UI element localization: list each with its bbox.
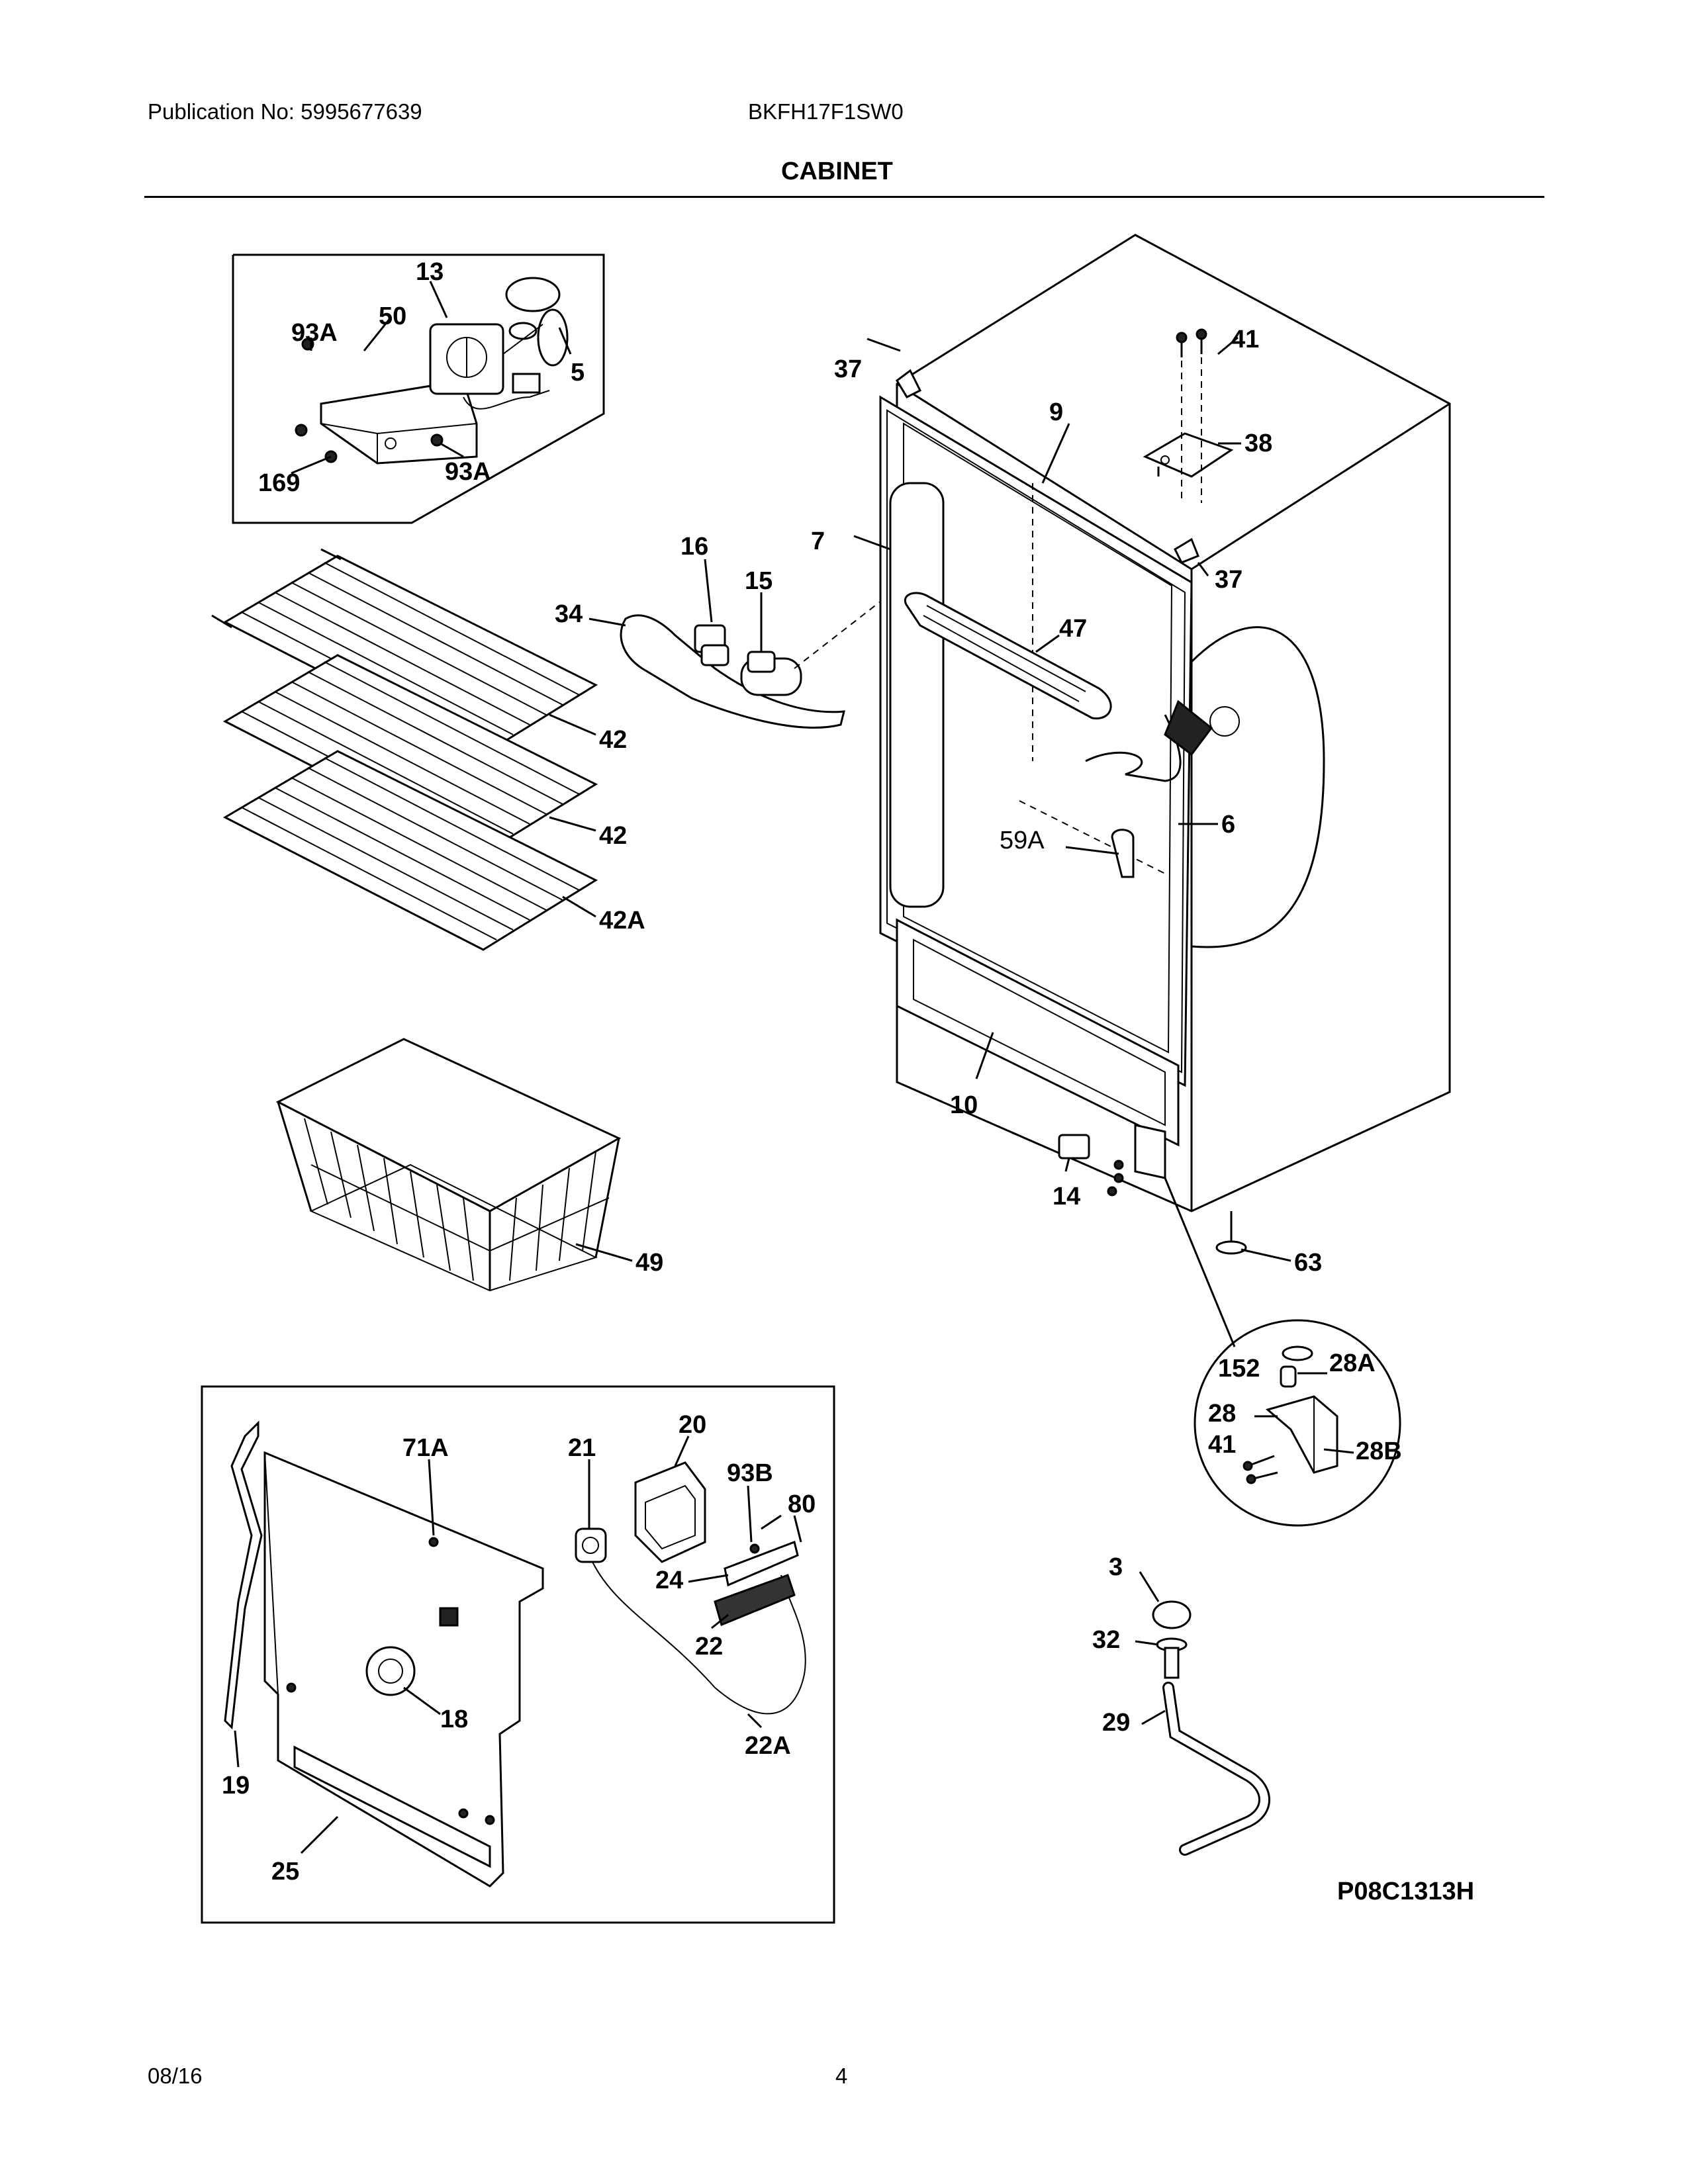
callout-14: 14 [1053, 1183, 1080, 1210]
callout-37-top: 37 [834, 355, 862, 383]
control-panel-inset: 71A 21 20 93B 80 24 22 18 22A 19 25 [201, 1385, 835, 1924]
header-rule [144, 196, 1544, 198]
callout-49: 49 [635, 1249, 663, 1277]
callout-16: 16 [680, 533, 708, 561]
wire-basket: 49 [275, 1038, 663, 1292]
callout-41-top: 41 [1231, 326, 1259, 353]
callout-42-a: 42 [599, 726, 627, 754]
callout-22A: 22A [745, 1732, 791, 1760]
callout-169: 169 [258, 469, 300, 497]
callout-20: 20 [679, 1411, 706, 1439]
page-number: 4 [835, 2064, 848, 2088]
light-assembly: 16 15 34 [555, 482, 1033, 729]
freezer-cabinet: 37 9 41 38 7 37 47 6 59A 10 14 63 [811, 234, 1451, 1277]
callout-5: 5 [571, 359, 585, 387]
callout-93A-top: 93A [291, 319, 338, 347]
callout-47: 47 [1059, 615, 1087, 643]
callout-19: 19 [222, 1772, 250, 1799]
callout-42-b: 42 [599, 822, 627, 850]
callout-7: 7 [811, 527, 825, 555]
callout-41-inset: 41 [1208, 1431, 1236, 1459]
callout-93A-bottom: 93A [445, 458, 491, 486]
callout-152: 152 [1218, 1355, 1260, 1383]
callout-13: 13 [416, 258, 444, 286]
callout-28A: 28A [1329, 1349, 1376, 1377]
callout-38: 38 [1244, 430, 1272, 457]
callout-21: 21 [568, 1434, 596, 1462]
callout-3: 3 [1109, 1553, 1123, 1581]
callout-18: 18 [440, 1706, 468, 1733]
callout-22: 22 [695, 1633, 723, 1661]
callout-63: 63 [1294, 1249, 1322, 1277]
callout-71A: 71A [402, 1434, 449, 1462]
callout-9: 9 [1049, 398, 1063, 426]
callout-10: 10 [950, 1091, 978, 1119]
wire-shelves: 42 42 42A [211, 548, 645, 951]
callout-32: 32 [1092, 1626, 1120, 1654]
callout-37-right: 37 [1215, 566, 1243, 594]
callout-80: 80 [788, 1490, 816, 1518]
callout-29: 29 [1102, 1709, 1130, 1737]
drain-assembly: 3 32 29 [1092, 1553, 1270, 1856]
lower-hinge-inset: 152 28A 28 41 28B [1164, 1177, 1402, 1527]
callout-42A: 42A [599, 907, 645, 934]
callout-15: 15 [745, 567, 773, 595]
callout-6: 6 [1221, 811, 1235, 839]
model-number: BKFH17F1SW0 [748, 99, 904, 124]
callout-24: 24 [655, 1567, 683, 1594]
callout-93B: 93B [727, 1459, 773, 1487]
fan-motor-inset: 13 50 93A 5 169 93A [232, 253, 605, 524]
callout-34: 34 [555, 600, 583, 628]
callout-28: 28 [1208, 1400, 1236, 1428]
publication-number: Publication No: 5995677639 [148, 99, 422, 124]
section-title: CABINET [781, 158, 893, 185]
callout-59A: 59A [1000, 827, 1045, 854]
callout-25: 25 [271, 1858, 299, 1886]
callout-50: 50 [379, 302, 406, 330]
footer-date: 08/16 [148, 2064, 203, 2088]
callout-28B: 28B [1356, 1437, 1402, 1465]
diagram-code: P08C1313H [1337, 1878, 1474, 1905]
